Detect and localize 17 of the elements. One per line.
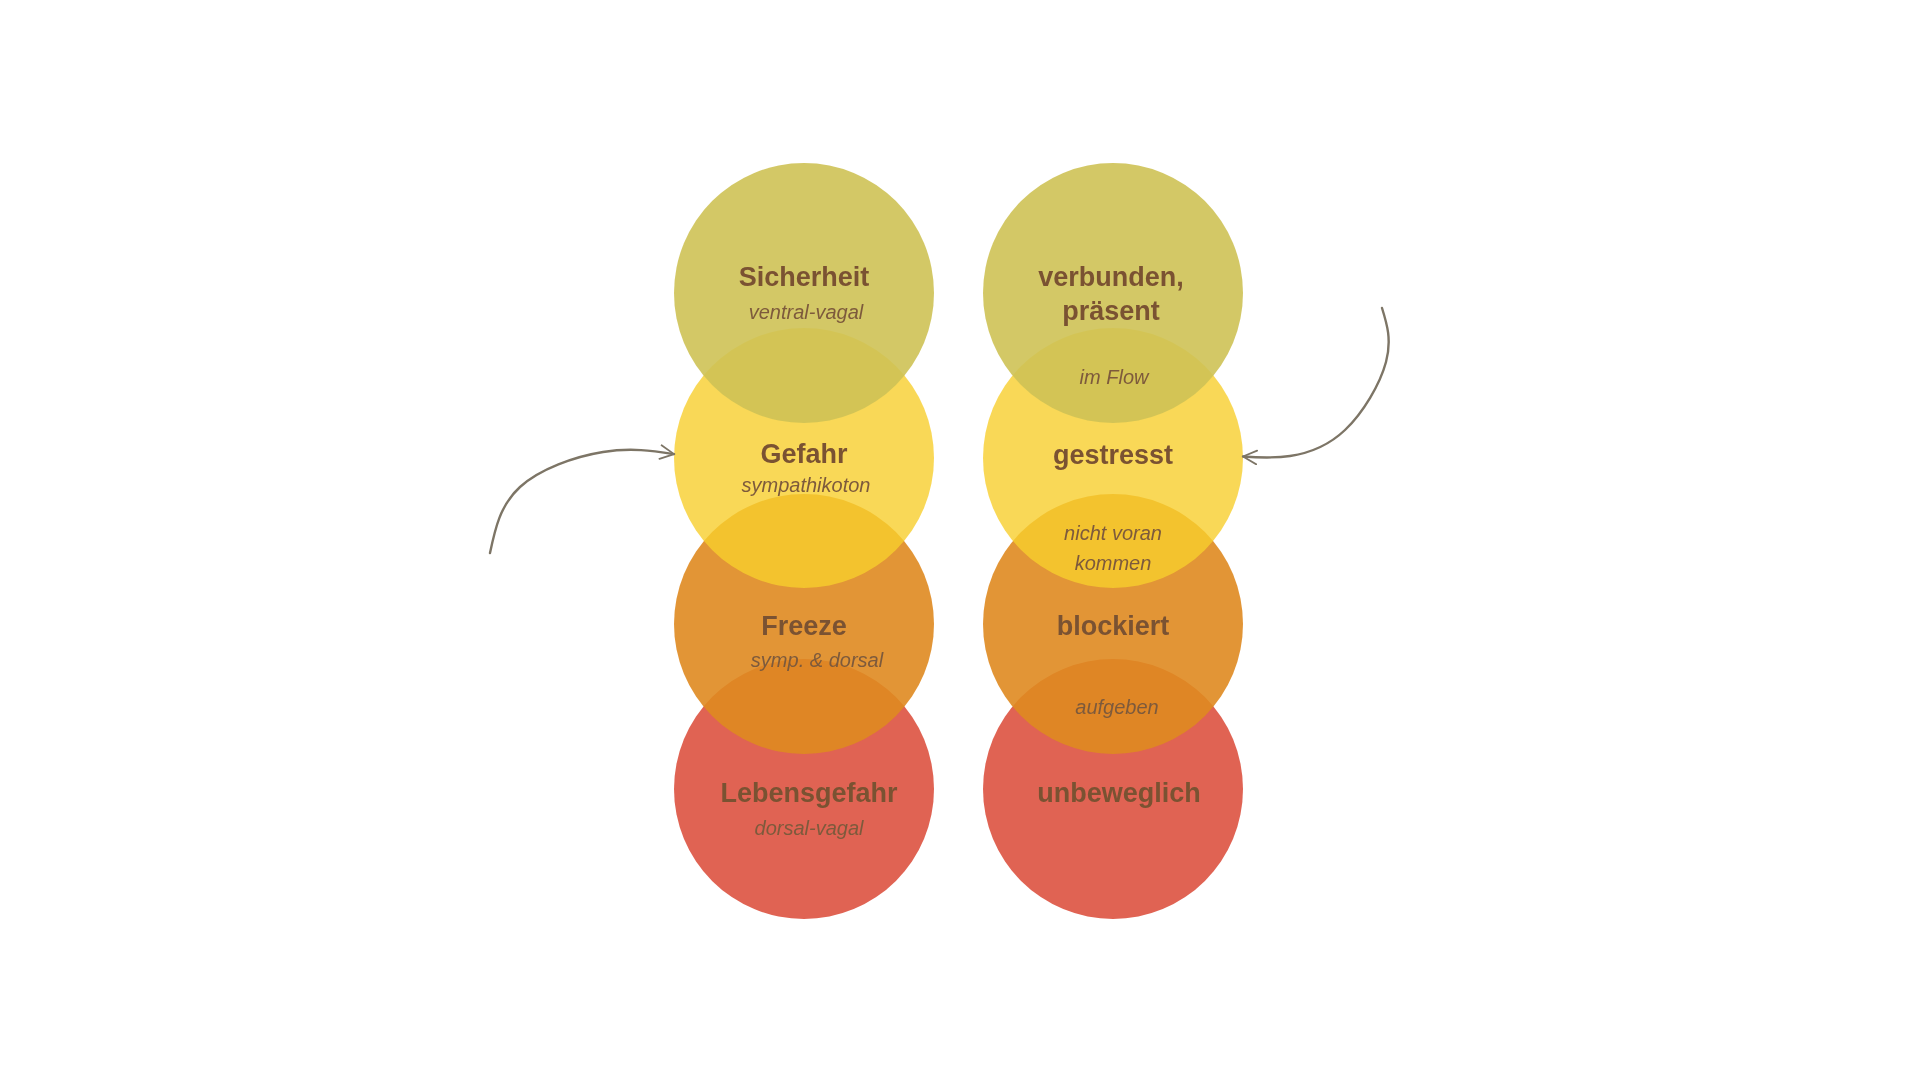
state-title: Lebensgefahr: [720, 777, 898, 810]
overlap-label: aufgeben: [1075, 695, 1159, 720]
state-subtitle: sympathikoton: [741, 473, 871, 498]
state-title: Gefahr: [760, 438, 848, 471]
state-subtitle: ventral-vagal: [748, 300, 864, 325]
overlap-label: im Flow: [1079, 365, 1149, 390]
state-title: Sicherheit: [738, 261, 870, 294]
state-subtitle: dorsal-vagal: [754, 816, 864, 841]
state-title: blockiert: [1056, 610, 1170, 643]
overlap-label: nicht voran kommen: [1063, 521, 1163, 576]
curved-arrow: [488, 444, 676, 555]
state-title: gestresst: [1052, 439, 1174, 472]
state-title: unbeweglich: [1037, 777, 1201, 810]
state-subtitle: symp. & dorsal: [750, 648, 884, 673]
state-title: verbunden, präsent: [1038, 261, 1184, 328]
curved-arrow: [1241, 306, 1390, 466]
state-title: Freeze: [761, 610, 847, 643]
